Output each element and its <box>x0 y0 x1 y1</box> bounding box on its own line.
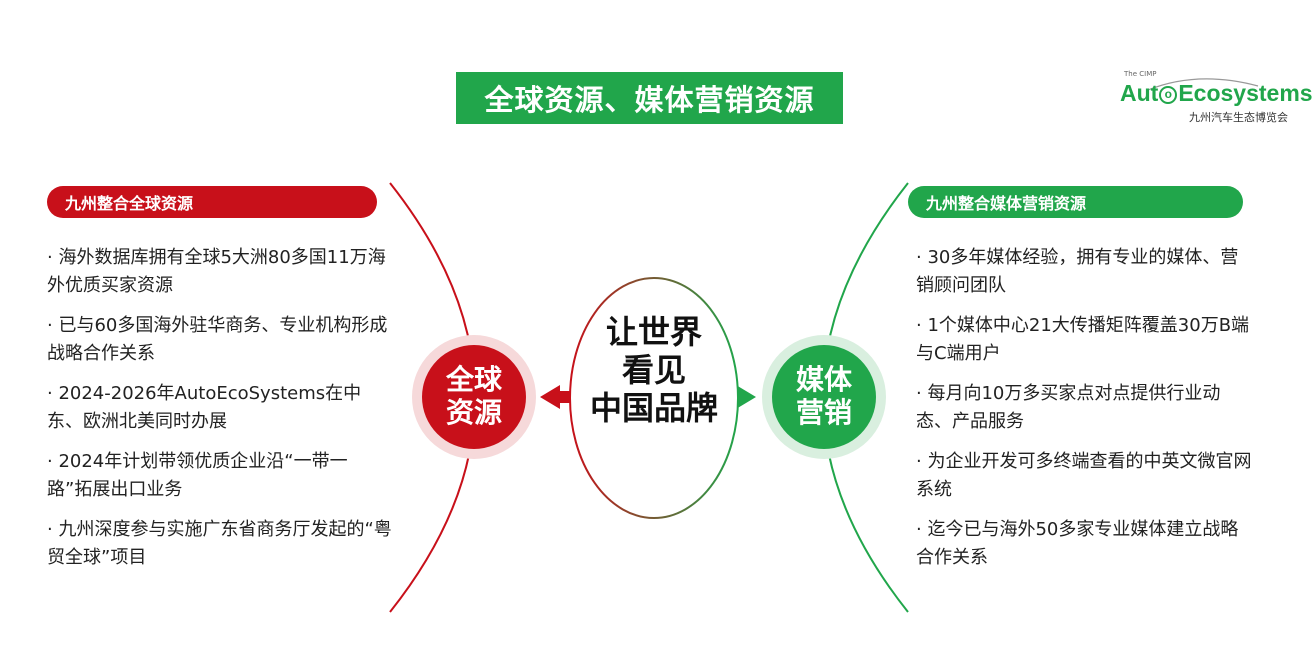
list-item: · 已与60多国海外驻华商务、专业机构形成战略合作关系 <box>47 315 388 364</box>
list-item: · 九州深度参与实施广东省商务厅发起的“粤贸全球”项目 <box>47 519 392 568</box>
right-resource-list: · 30多年媒体经验，拥有专业的媒体、营销顾问团队 · 1个媒体中心21大传播矩… <box>916 244 1256 584</box>
list-item: · 30多年媒体经验，拥有专业的媒体、营销顾问团队 <box>916 247 1239 296</box>
media-marketing-label: 媒体 营销 <box>795 363 852 429</box>
logo-cn-text: 九州汽车生态博览会 <box>1189 111 1288 124</box>
global-resources-label: 全球 资源 <box>445 363 502 429</box>
list-item: · 2024年计划带领优质企业沿“一带一路”拓展出口业务 <box>47 451 348 500</box>
right-circle <box>772 345 876 449</box>
left-circle <box>422 345 526 449</box>
left-resource-list: · 海外数据库拥有全球5大洲80多国11万海外优质买家资源 · 已与60多国海外… <box>47 244 392 584</box>
list-item: · 为企业开发可多终端查看的中英文微官网系统 <box>916 451 1252 500</box>
list-item: · 1个媒体中心21大传播矩阵覆盖30万B端与C端用户 <box>916 315 1250 364</box>
page-title: 全球资源、媒体营销资源 <box>456 72 843 124</box>
list-item: · 迄今已与海外50多家专业媒体建立战略合作关系 <box>916 519 1239 568</box>
list-item: · 每月向10万多买家点对点提供行业动态、产品服务 <box>916 383 1221 432</box>
logo-o-icon: o <box>1159 86 1178 104</box>
logo-car-arc-icon <box>1147 78 1259 91</box>
center-slogan: 让世界 看见 中国品牌 <box>589 313 718 427</box>
center-oval <box>569 277 739 519</box>
left-section-header: 九州整合全球资源 <box>47 186 377 218</box>
list-item: · 海外数据库拥有全球5大洲80多国11万海外优质买家资源 <box>47 247 386 296</box>
list-item: · 2024-2026年AutoEcoSystems在中东、欧洲北美同时办展 <box>47 383 362 432</box>
logo-small-text: The CIMP <box>1124 70 1157 78</box>
right-section-header: 九州整合媒体营销资源 <box>908 186 1243 218</box>
